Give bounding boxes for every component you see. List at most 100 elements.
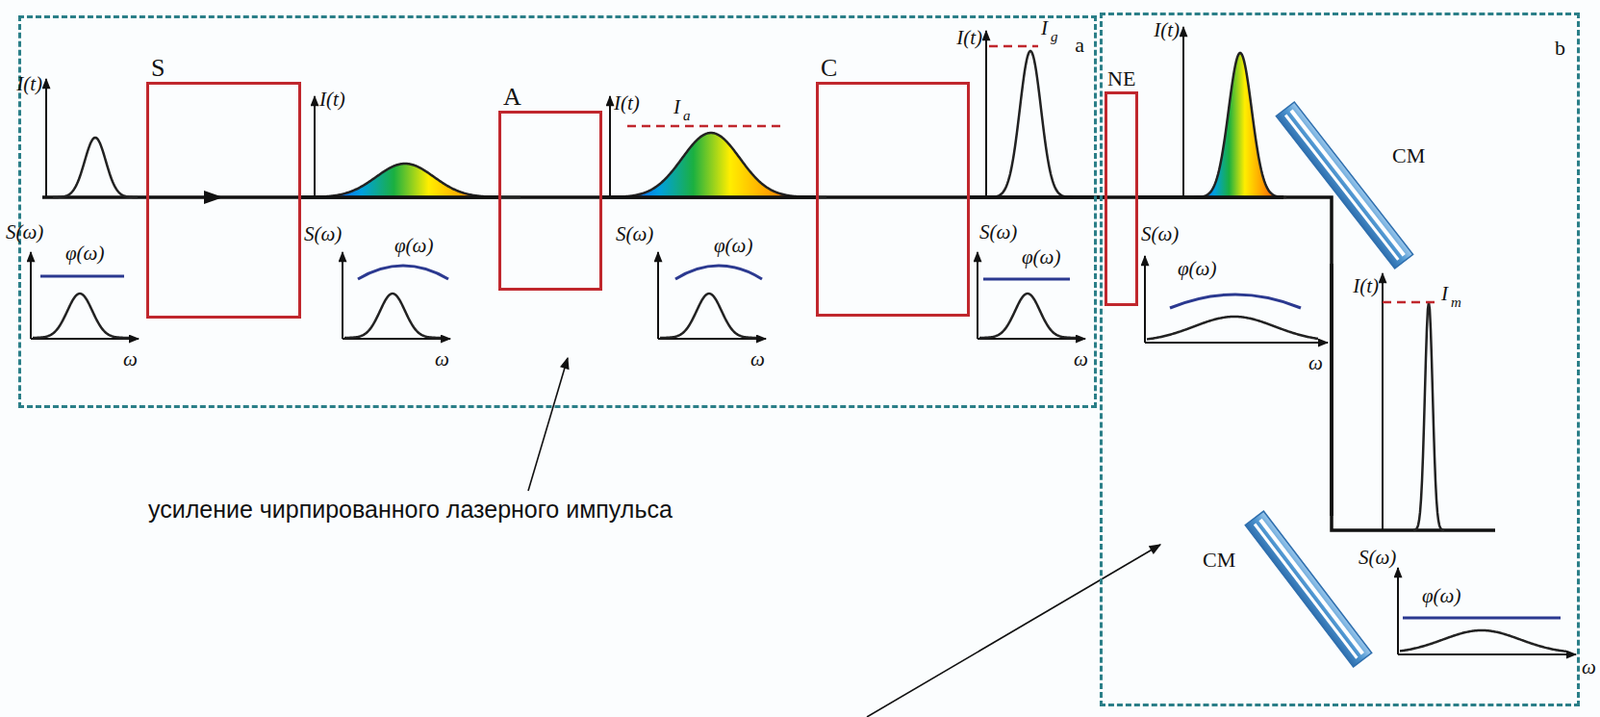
pulse-curve: [316, 163, 521, 198]
intensity-level: [627, 125, 786, 128]
beam-connector: [1329, 263, 1334, 516]
element-label: CM: [1202, 548, 1236, 572]
axis-label: I: [1441, 282, 1448, 305]
spectrum-axis: [1396, 567, 1399, 655]
axis-label: a: [683, 107, 691, 125]
axis-label: g: [1050, 28, 1059, 46]
element-label: A: [503, 83, 522, 112]
beam-connector: [1138, 195, 1284, 200]
mirror-body: [1244, 510, 1372, 667]
element-label: CM: [1392, 144, 1425, 168]
intensity-level: [1382, 301, 1439, 305]
beam-direction-arrow: [203, 190, 224, 204]
spectral-phase: [1402, 616, 1561, 620]
axis-label: S(ω): [304, 223, 342, 246]
axis-label: I(t): [319, 88, 346, 111]
spectrum-axis: [976, 252, 979, 339]
spectrum-axis: [341, 252, 344, 339]
leader-arrow: [866, 544, 1161, 717]
axis-label: m: [1450, 294, 1462, 311]
chirped-mirror: CM: [1283, 106, 1406, 264]
axis-label: I(t): [1352, 275, 1379, 298]
axis-label: ω: [1073, 348, 1089, 371]
axis-label: I(t): [1153, 19, 1180, 42]
spectrum-axis: [1143, 255, 1146, 343]
beam-connector: [969, 195, 1105, 200]
axis-label: S(ω): [1358, 546, 1397, 569]
axis-label: φ(ω): [1177, 257, 1217, 280]
pulse-curve: [611, 132, 827, 198]
element-label: NE: [1107, 67, 1136, 91]
axis-label: ω: [750, 348, 765, 371]
time-axis: [985, 30, 988, 198]
mirror-outline: [1252, 515, 1365, 662]
time-axis: [1381, 273, 1384, 531]
axis-label: I: [1041, 17, 1048, 40]
mirror-stripe: [1289, 109, 1405, 257]
mirror-stripe: [1284, 114, 1400, 261]
compressor-box: C: [815, 81, 970, 317]
stage-region: NECMCMb: [1099, 12, 1580, 707]
spectrum-curve: [1399, 630, 1567, 652]
stage-region: S A Ca: [18, 15, 1097, 408]
spectrum-curve: [1146, 316, 1319, 340]
stretcher-box: S: [146, 81, 302, 319]
spectrum-curve: [660, 293, 757, 338]
intensity-level: [989, 45, 1039, 49]
region-letter: a: [1074, 33, 1085, 57]
pulse-curve: [988, 50, 1073, 198]
chirped-mirror: CM: [1252, 515, 1365, 662]
region-letter: b: [1554, 36, 1566, 60]
axis-label: S(ω): [979, 221, 1017, 244]
spectrum-axis: [657, 252, 660, 339]
amplifier-box: A: [498, 110, 603, 291]
axis-label: S(ω): [5, 221, 44, 244]
frequency-axis: [1144, 341, 1328, 344]
frequency-axis: [1397, 653, 1576, 656]
spectrum-axis: [29, 252, 32, 339]
axis-label: ω: [1308, 352, 1323, 375]
axis-label: I(t): [613, 92, 640, 115]
spectral-phase: [675, 265, 762, 280]
laser-beam: [42, 197, 1496, 531]
spectrum-curve: [32, 293, 129, 338]
beam-connector: [301, 195, 499, 200]
axis-label: φ(ω): [1021, 246, 1061, 269]
axis-label: S(ω): [615, 223, 654, 246]
caption-note: усиление чирпированного лазерного импуль…: [148, 496, 673, 524]
mirror-outline: [1283, 106, 1406, 264]
pulse-curve: [52, 137, 138, 198]
spectral-phase: [983, 278, 1070, 281]
element-label: S: [151, 54, 165, 83]
axis-label: S(ω): [1141, 223, 1179, 246]
pulse-curve: [1193, 52, 1287, 198]
axis-label: ω: [434, 348, 450, 371]
axis-label: I(t): [956, 26, 983, 50]
spectral-phase: [40, 275, 125, 279]
axis-label: φ(ω): [1422, 584, 1461, 608]
time-axis: [609, 96, 611, 198]
mirror-stripe: [1258, 518, 1364, 656]
spectral-phase: [1169, 294, 1301, 308]
time-axis: [313, 96, 316, 198]
time-axis: [1182, 26, 1185, 198]
axis-label: φ(ω): [713, 234, 753, 257]
axis-label: I: [673, 96, 681, 119]
leader-arrow: [528, 357, 568, 491]
axis-label: I(t): [16, 73, 43, 96]
axis-label: φ(ω): [394, 234, 433, 257]
mirror-stripe: [1253, 523, 1359, 660]
time-axis: [45, 78, 48, 198]
nonlinear-element: NE: [1104, 91, 1139, 306]
spectrum-curve: [979, 293, 1076, 338]
element-label: C: [820, 54, 838, 83]
axis-label: ω: [1581, 656, 1597, 679]
beam-connector: [602, 195, 816, 200]
spectrum-curve: [344, 293, 441, 338]
axis-label: ω: [123, 348, 138, 371]
axis-label: φ(ω): [65, 242, 104, 265]
